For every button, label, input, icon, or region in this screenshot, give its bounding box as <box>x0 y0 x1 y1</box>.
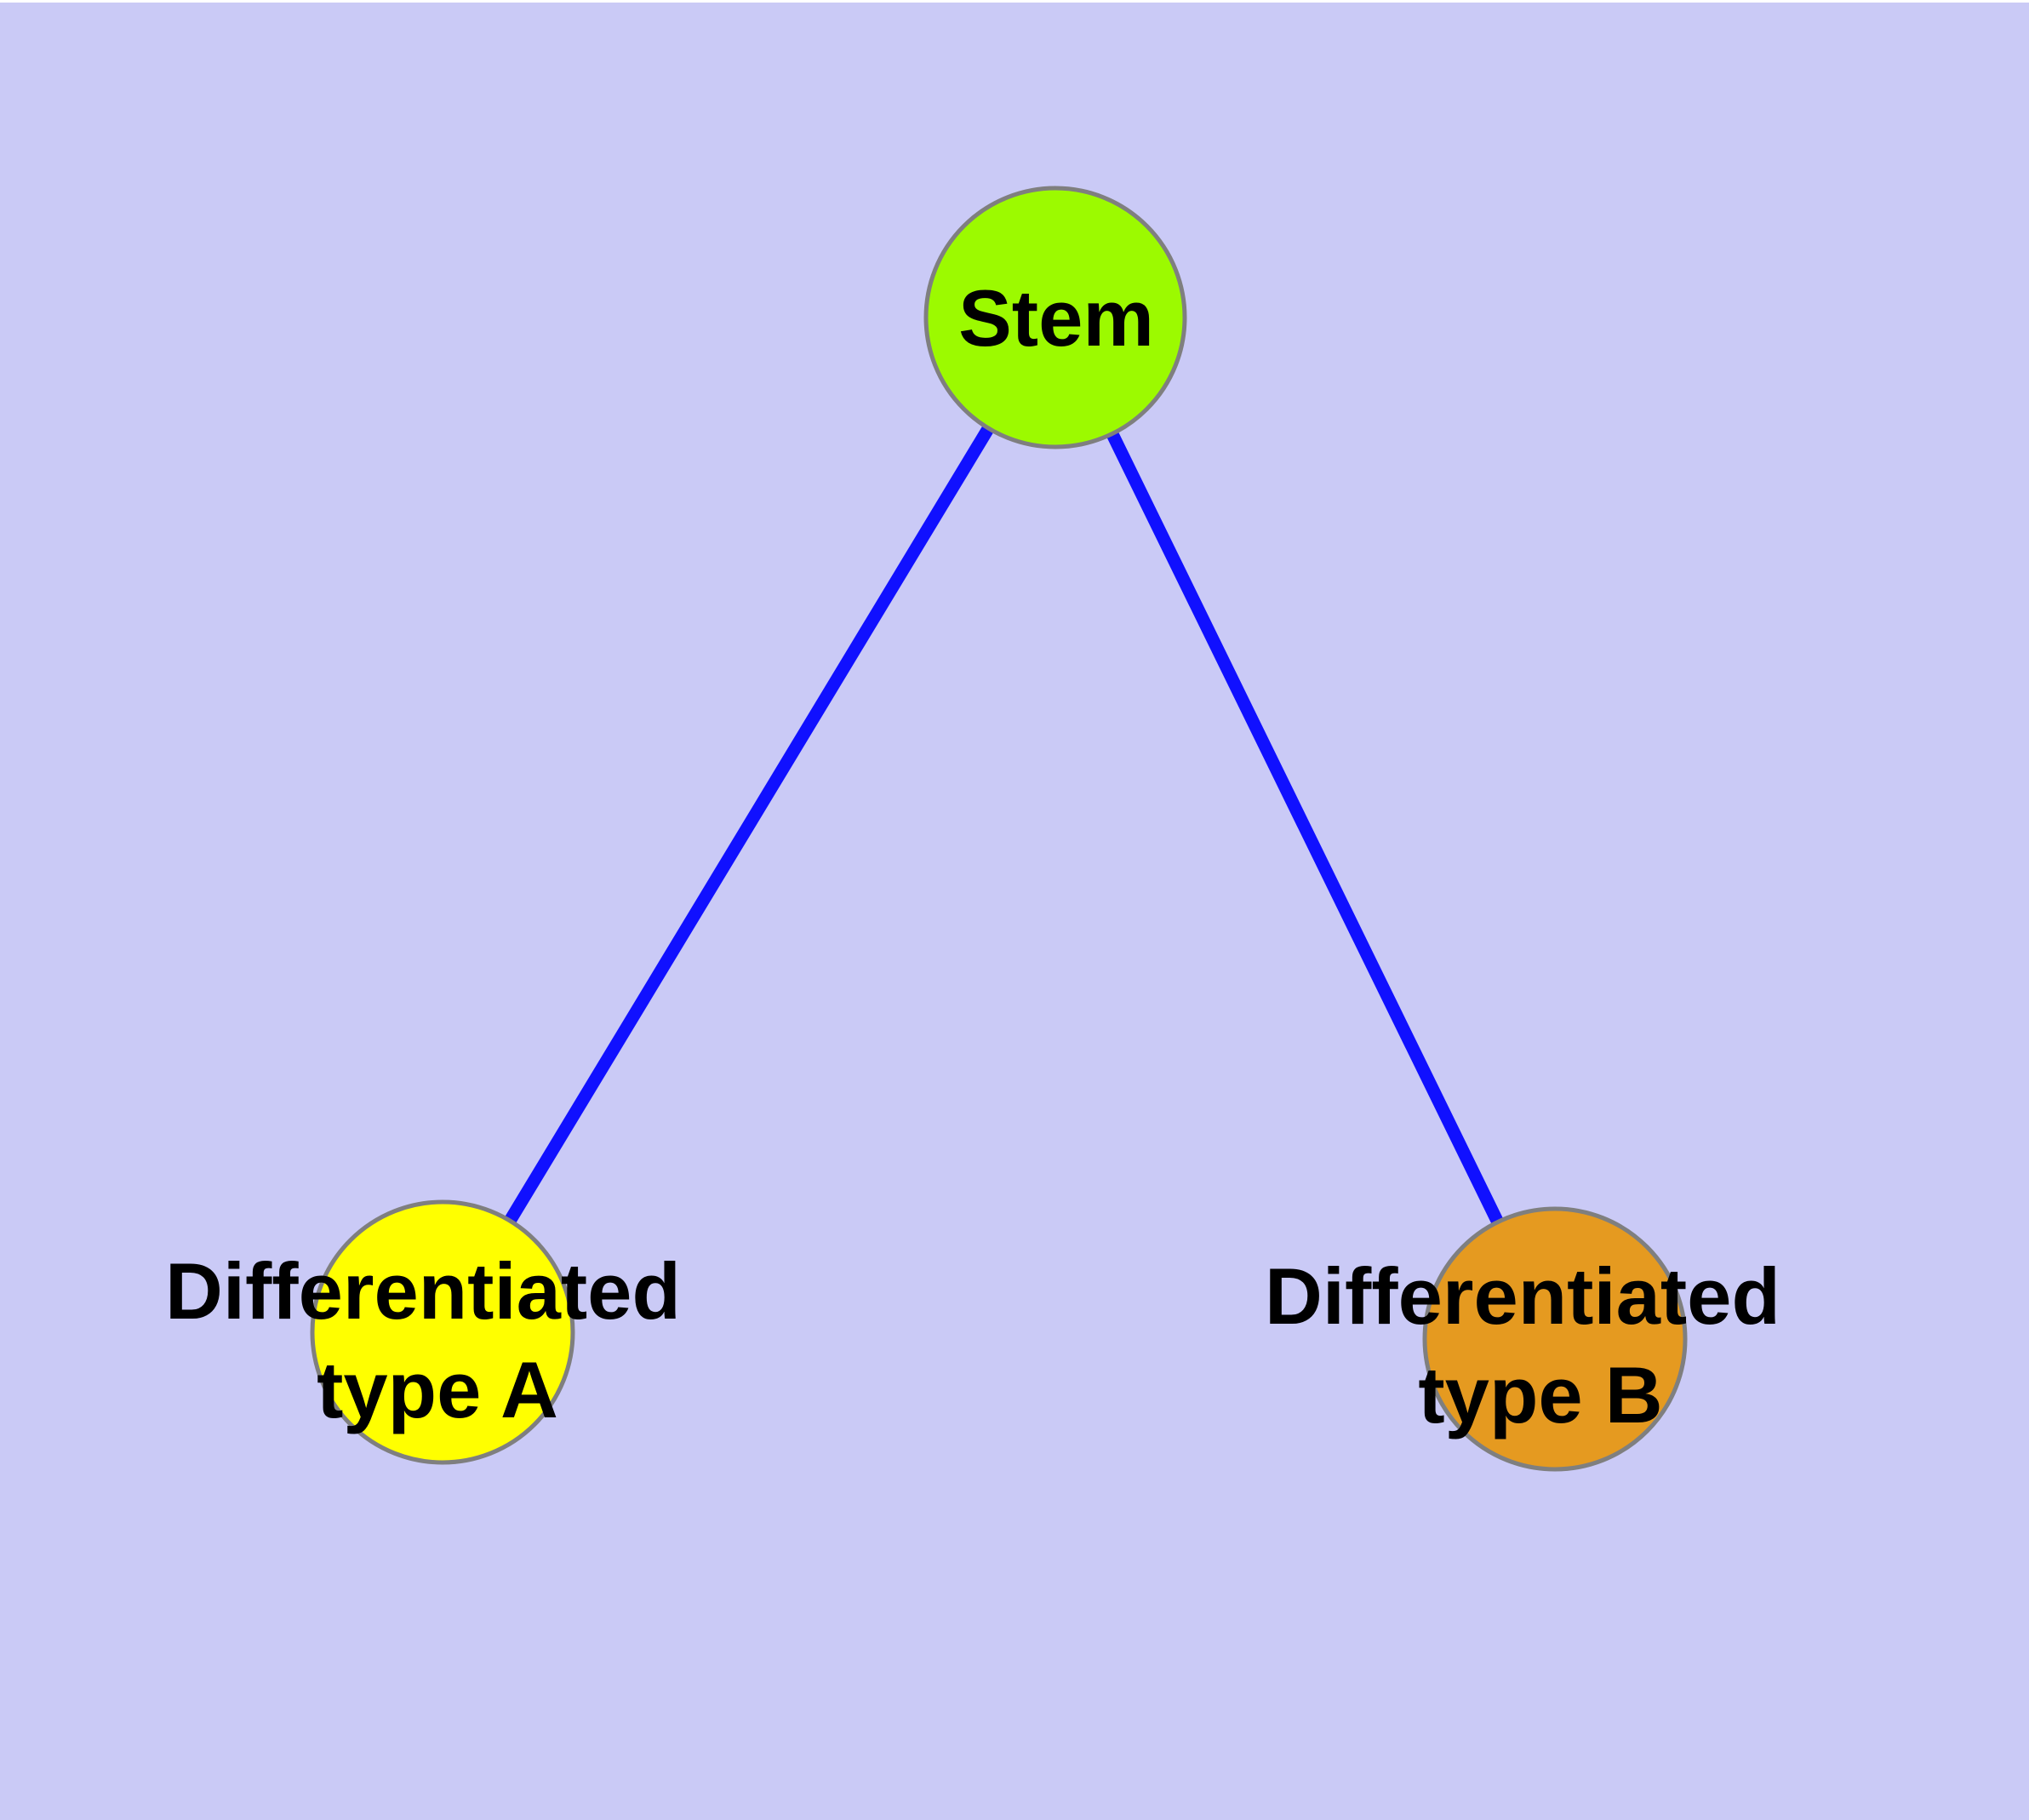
node-differentiated-type-b <box>1422 1206 1688 1472</box>
node-differentiated-type-a-label-line2: type A <box>317 1345 558 1434</box>
node-stem-label: Stem <box>958 273 1154 363</box>
node-differentiated-type-a <box>310 1199 575 1465</box>
node-differentiated-type-b-label-line1: Differentiated <box>1265 1251 1780 1341</box>
node-differentiated-type-a-label-line1: Differentiated <box>165 1246 681 1336</box>
node-differentiated-type-b-label: Differentiated type B <box>1265 1251 1803 1439</box>
edge-stem-to-type-a <box>437 314 1061 1336</box>
node-stem-label-line1: Stem <box>958 273 1154 363</box>
node-differentiated-type-b-label-line2: type B <box>1418 1350 1662 1439</box>
node-differentiated-type-a-label: Differentiated type A <box>165 1246 703 1434</box>
node-stem <box>923 186 1187 449</box>
edge-stem-to-type-b <box>1049 314 1561 1342</box>
